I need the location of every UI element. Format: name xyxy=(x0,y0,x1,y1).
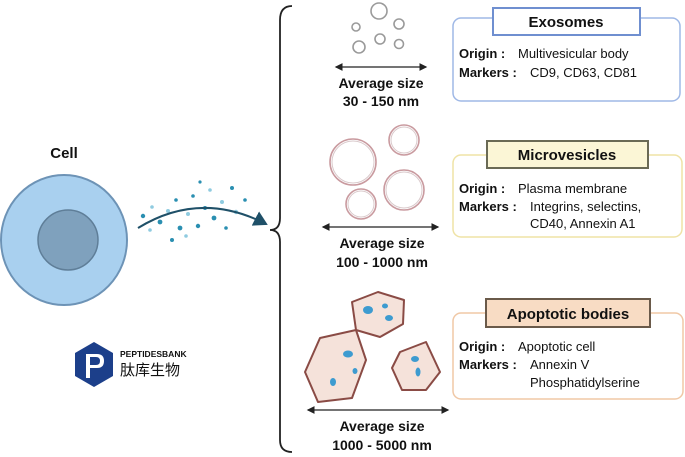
apoptotic-markers-line-2: Phosphatidylserine xyxy=(530,375,640,390)
released-vesicles-dots xyxy=(140,180,247,242)
apoptotic-bodies-illustration xyxy=(304,291,441,403)
exosomes-markers-line: CD9, CD63, CD81 xyxy=(530,65,637,80)
apoptotic-size-range: 1000 - 5000 nm xyxy=(332,437,432,453)
exosomes-markers-label: Markers : xyxy=(459,65,517,80)
apoptotic-markers-label: Markers : xyxy=(459,357,517,372)
microvesicles-size-label: Average size xyxy=(339,235,424,251)
grouping-brace xyxy=(269,5,293,453)
microvesicles-size-range: 100 - 1000 nm xyxy=(336,254,428,270)
exosomes-size-label: Average size xyxy=(338,75,423,91)
microvesicles-illustration xyxy=(329,124,425,220)
microvesicles-title: Microvesicles xyxy=(518,147,616,164)
microvesicles-markers-label: Markers : xyxy=(459,199,517,214)
exosomes-title: Exosomes xyxy=(528,14,603,31)
cell-label: Cell xyxy=(50,145,78,162)
release-arrow xyxy=(137,207,268,229)
exosomes-origin-label: Origin : xyxy=(459,46,505,61)
exosomes-illustration xyxy=(351,2,405,54)
apoptotic-title-box xyxy=(485,298,651,328)
logo-chinese-text: 肽库生物 xyxy=(120,362,180,379)
microvesicles-origin-value: Plasma membrane xyxy=(518,181,627,196)
microvesicles-origin-label: Origin : xyxy=(459,181,505,196)
peptidesbank-logo: PEPTIDESBANK 肽库生物 xyxy=(75,342,187,387)
apoptotic-origin-label: Origin : xyxy=(459,339,505,354)
apoptotic-markers-line-1: Annexin V xyxy=(530,357,590,372)
microvesicles-markers-line-2: CD40, Annexin A1 xyxy=(530,216,636,231)
apoptotic-size-label: Average size xyxy=(339,418,424,434)
microvesicles-title-box xyxy=(486,140,649,169)
logo-brand-text: PEPTIDESBANK xyxy=(120,349,187,359)
apoptotic-title: Apoptotic bodies xyxy=(507,306,630,323)
apoptotic-origin-value: Apoptotic cell xyxy=(518,339,595,354)
cell-nucleus xyxy=(37,209,99,271)
exosomes-size-range: 30 - 150 nm xyxy=(343,93,419,109)
exosomes-origin-value: Multivesicular body xyxy=(518,46,629,61)
exosomes-title-box xyxy=(492,7,641,36)
microvesicles-markers-line-1: Integrins, selectins, xyxy=(530,199,641,214)
